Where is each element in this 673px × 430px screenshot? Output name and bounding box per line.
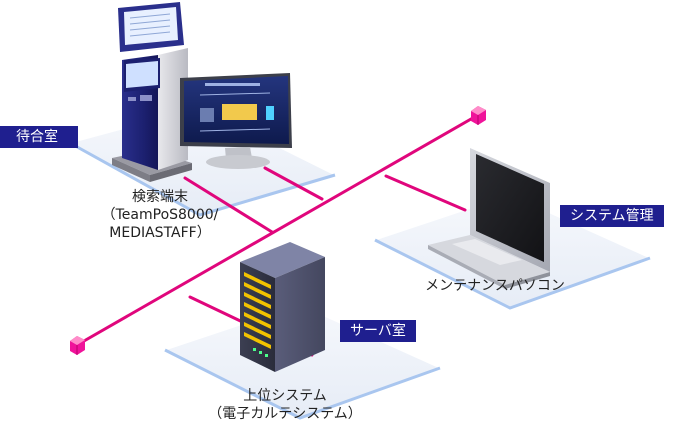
network-node-bottom (70, 336, 85, 355)
server-rack-icon (240, 242, 325, 372)
tag-server-room: サーバ室 (340, 320, 416, 342)
tag-waiting-room: 待合室 (0, 126, 78, 148)
caption-kiosk-line1: 検索端末 (132, 189, 188, 205)
caption-kiosk-line2: （TeamPoS8000/ (101, 207, 219, 223)
link-monitor-to-backbone (263, 166, 324, 201)
caption-kiosk-line3: MEDIASTAFF） (109, 225, 211, 241)
caption-server-line1: 上位システム (243, 388, 327, 404)
caption-kiosk: 検索端末 （TeamPoS8000/ MEDIASTAFF） (80, 188, 240, 242)
caption-server: 上位システム （電子カルテシステム） (200, 387, 370, 423)
monitor-icon (180, 73, 292, 169)
caption-laptop: メンテナンスパソコン (425, 278, 565, 294)
network-node-top (471, 106, 486, 125)
tag-system-admin: システム管理 (560, 205, 664, 227)
network-backbone (75, 113, 480, 347)
caption-server-line2: （電子カルテシステム） (208, 406, 362, 422)
link-laptop-to-backbone (384, 174, 467, 212)
link-kiosk-to-backbone (183, 176, 274, 234)
laptop-icon (428, 148, 550, 289)
